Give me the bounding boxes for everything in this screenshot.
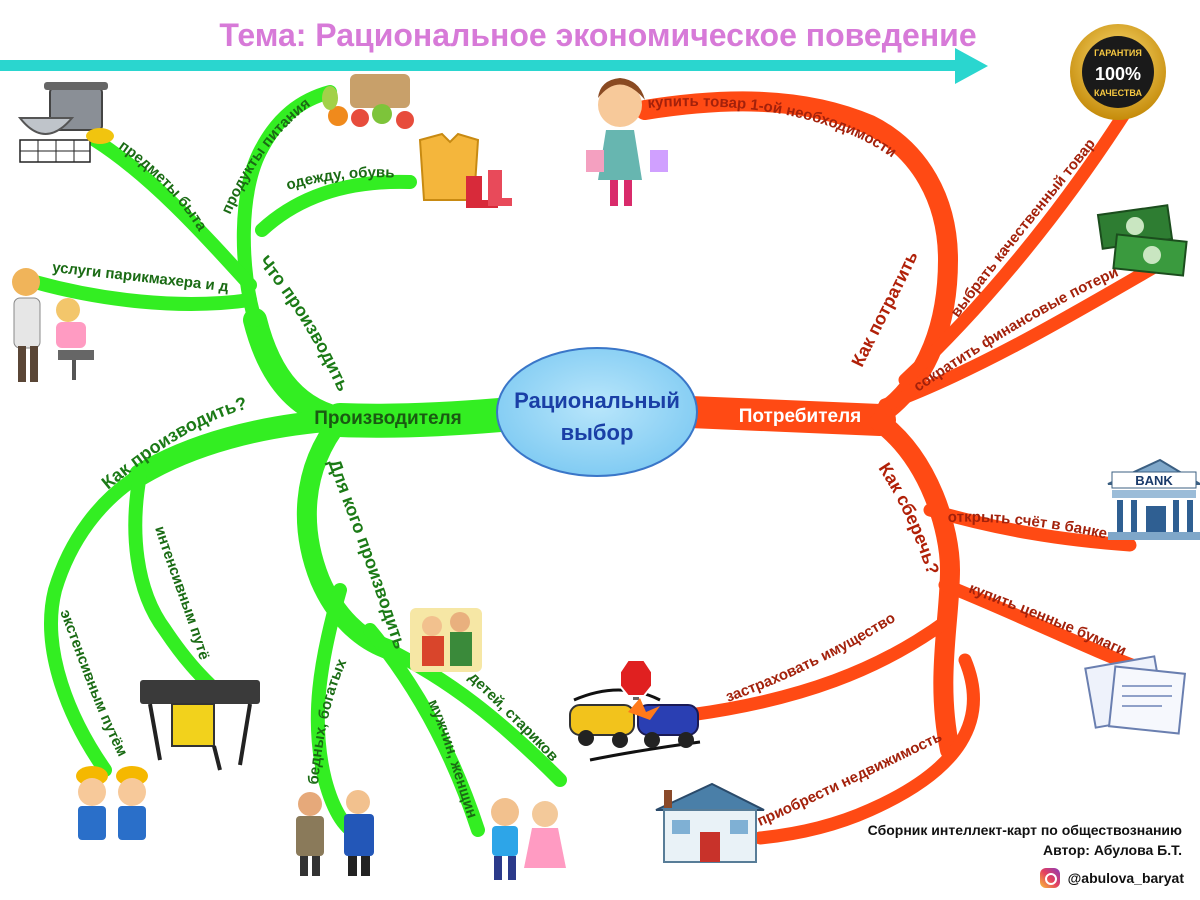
quality-badge-icon: ГАРАНТИЯ 100% КАЧЕСТВА — [1070, 24, 1166, 120]
shopping-woman-icon — [586, 78, 668, 206]
men-icon — [296, 790, 374, 876]
family-icon — [410, 608, 482, 672]
producers-label: Производителя — [314, 408, 462, 429]
instagram-handle[interactable]: @abulova_baryat — [1039, 868, 1184, 888]
sawing-machine-icon — [140, 680, 260, 771]
label-everyday-items: предметы быта — [116, 137, 211, 234]
documents-icon — [1084, 655, 1187, 735]
bank-sign: BANK — [1135, 473, 1173, 488]
money-icon — [1096, 204, 1188, 277]
instagram-text: @abulova_baryat — [1067, 870, 1184, 886]
consumer-branches — [635, 91, 1182, 845]
label-men-women: мужчин, женщин — [424, 697, 480, 820]
bank-icon: BANK — [1107, 458, 1200, 540]
instagram-icon — [1039, 868, 1060, 888]
badge-top: ГАРАНТИЯ — [1094, 48, 1142, 58]
badge-mid: 100% — [1095, 64, 1141, 84]
credits-line-2: Автор: Абулова Б.Т. — [1042, 842, 1182, 858]
label-kids-elders: детей, стариков — [465, 669, 561, 765]
clothing-icon — [418, 132, 512, 208]
center-line-2: выбор — [561, 420, 634, 445]
kitchenware-icon — [17, 82, 114, 163]
label-buy-essentials: купить товар 1-ой необходимости — [647, 93, 900, 161]
children-icon — [491, 798, 566, 880]
center-line-1: Рациональный — [514, 388, 680, 413]
title-arrow — [0, 48, 988, 84]
car-crash-icon — [569, 659, 701, 762]
house-icon — [655, 782, 765, 863]
workers-icon — [76, 766, 148, 840]
badge-bottom: КАЧЕСТВА — [1094, 88, 1142, 98]
groceries-icon — [322, 74, 414, 129]
hairdresser-icon — [12, 268, 94, 382]
credits-line-1: Сборник интеллект-карт по обществознанию — [867, 822, 1182, 838]
center-node: Рациональный выбор — [496, 347, 698, 477]
page-title: Тема: Рациональное экономическое поведен… — [219, 17, 976, 53]
label-securities: купить ценные бумаги — [966, 580, 1128, 660]
producer-branches — [28, 85, 567, 842]
consumers-label: Потребителя — [739, 406, 861, 427]
